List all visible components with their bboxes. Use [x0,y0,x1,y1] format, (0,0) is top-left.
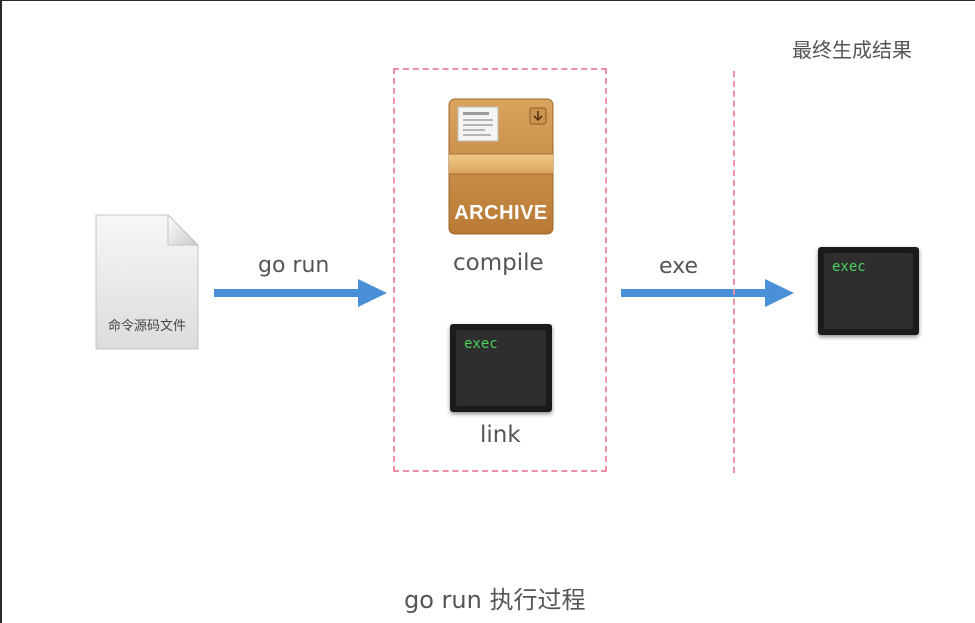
compile-label: compile [453,250,544,276]
source-file-label: 命令源码文件 [107,319,186,334]
link-terminal-text: exec [464,336,498,352]
link-terminal-screen: exec [456,330,546,406]
link-terminal-icon: exec [450,324,552,412]
result-terminal-icon: exec [818,247,919,335]
go-run-arrow [214,279,387,307]
diagram-caption: go run 执行过程 [404,586,586,614]
result-terminal-screen: exec [824,253,913,329]
result-terminal-text: exec [832,259,866,275]
exe-arrow-label: exe [659,254,699,279]
archive-icon: ARCHIVE [448,98,554,235]
process-box [393,68,607,472]
archive-icon-text: ARCHIVE [454,202,548,224]
exe-arrow [621,279,794,307]
source-file-icon: 命令源码文件 [94,213,200,351]
link-label: link [480,422,521,448]
go-run-arrow-label: go run [258,253,330,278]
result-separator-line [733,71,735,473]
final-result-label: 最终生成结果 [792,38,912,62]
